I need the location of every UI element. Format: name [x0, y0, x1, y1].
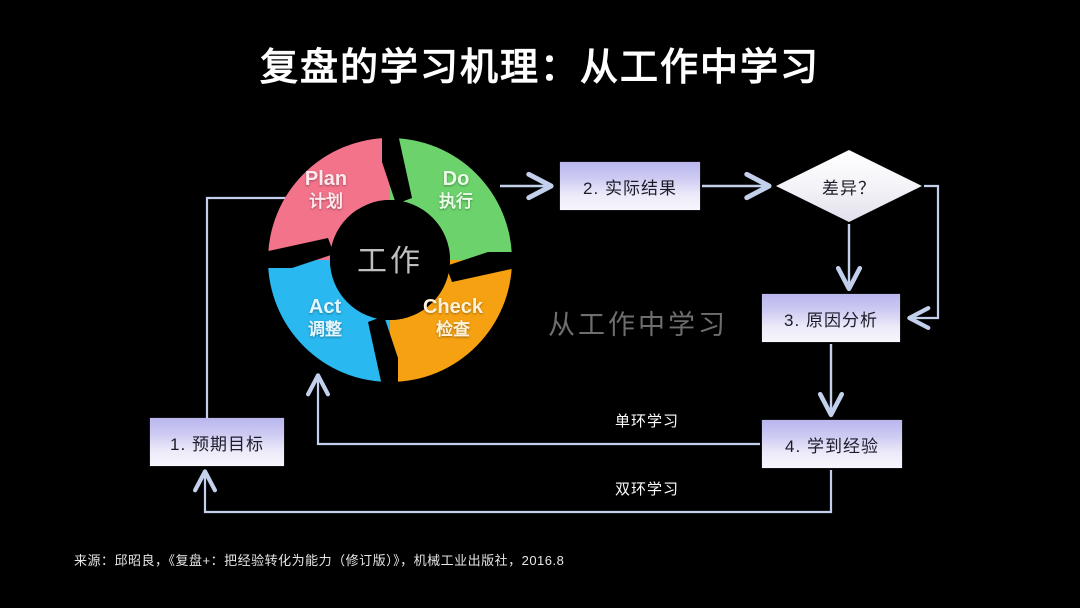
segment-do[interactable] [390, 138, 512, 260]
segment-check[interactable] [390, 260, 512, 382]
label-double-loop-learning: 双环学习 [615, 481, 680, 498]
process-box-lessons-learned[interactable]: 4. 学到经验 [762, 420, 902, 468]
pdca-hub [330, 200, 450, 320]
decision-diamond-difference[interactable]: 差异？ [776, 150, 922, 222]
process-box-actual-result[interactable]: 2. 实际结果 [560, 162, 700, 210]
wire-double-loop [193, 469, 833, 514]
decision-diamond-label: 差异？ [822, 178, 876, 198]
wire-decision-right-to-cause [907, 184, 940, 330]
source-citation: 来源：邱昭良，《复盘+：把经验转化为能力（修订版）》，机械工业出版社，2016.… [74, 553, 565, 568]
pdca-donut-svg [264, 134, 516, 386]
label-single-loop-learning: 单环学习 [615, 413, 680, 430]
watermark-text: 从工作中学习 [548, 310, 728, 340]
page-title: 复盘的学习机理：从工作中学习 [259, 47, 820, 89]
pdca-center-label: 工作 [357, 245, 423, 278]
segment-act[interactable] [268, 260, 390, 382]
pdca-cycle: Plan 计划 Do 执行 Check 检查 Act 调整 工作 [262, 132, 518, 388]
process-box-expected-goal[interactable]: 1. 预期目标 [150, 418, 284, 466]
wire-single-loop [306, 373, 760, 446]
process-box-cause-analysis[interactable]: 3. 原因分析 [762, 294, 900, 342]
segment-plan-body[interactable] [268, 138, 390, 260]
segment-notches [264, 134, 516, 386]
